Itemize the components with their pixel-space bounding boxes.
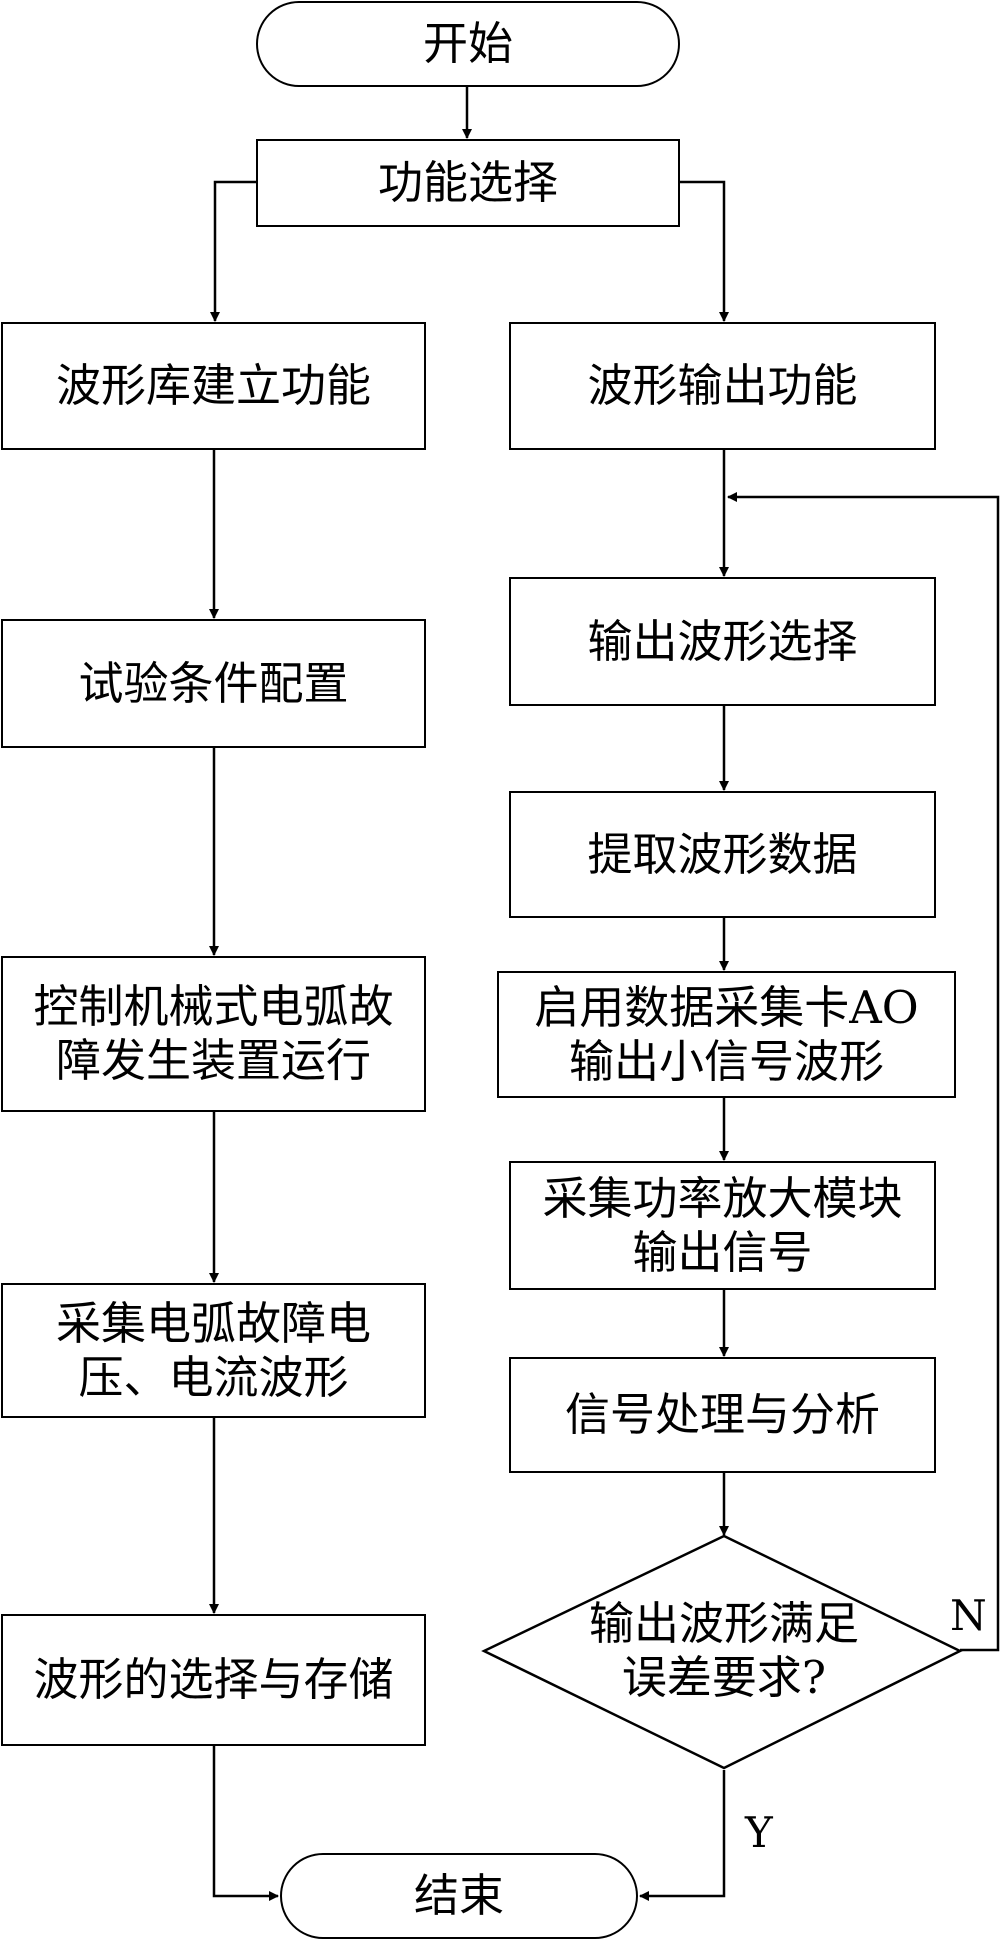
arrow-store-to-end bbox=[212, 1746, 279, 1901]
test-config-label: 试验条件配置 bbox=[78, 656, 349, 710]
choose-output-label: 输出波形选择 bbox=[587, 614, 858, 668]
test-config-box: 试验条件配置 bbox=[1, 619, 426, 748]
device-control-box: 控制机械式电弧故 障发生装置运行 bbox=[1, 956, 426, 1112]
select-store-box: 波形的选择与存储 bbox=[1, 1614, 426, 1746]
acquire-waveform-label-line2: 压、电流波形 bbox=[78, 1350, 349, 1404]
acquire-waveform-label-line1: 采集电弧故障电 bbox=[55, 1296, 371, 1350]
start-terminal: 开始 bbox=[256, 1, 680, 87]
function-select-label: 功能选择 bbox=[377, 156, 558, 209]
signal-process-label: 信号处理与分析 bbox=[564, 1388, 880, 1441]
decision-diamond bbox=[481, 1534, 963, 1770]
waveform-library-label: 波形库建立功能 bbox=[55, 359, 371, 412]
daq-ao-label-line1: 启用数据采集卡AO bbox=[534, 980, 919, 1034]
choose-output-box: 输出波形选择 bbox=[509, 577, 936, 706]
end-label: 结束 bbox=[413, 1869, 504, 1922]
decision-label-line1: 输出波形满足 bbox=[588, 1597, 859, 1650]
decision-label-line2: 误差要求? bbox=[621, 1651, 827, 1704]
device-control-label-line2: 障发生装置运行 bbox=[55, 1034, 371, 1087]
extract-data-label: 提取波形数据 bbox=[587, 827, 858, 881]
function-select-box: 功能选择 bbox=[256, 139, 680, 227]
signal-process-box: 信号处理与分析 bbox=[509, 1357, 936, 1473]
daq-ao-label-line2: 输出小信号波形 bbox=[568, 1034, 884, 1088]
start-label: 开始 bbox=[422, 17, 513, 70]
end-terminal: 结束 bbox=[280, 1853, 638, 1939]
arrow-select-to-library bbox=[210, 180, 256, 322]
select-store-label: 波形的选择与存储 bbox=[33, 1653, 394, 1706]
amplifier-label-line1: 采集功率放大模块 bbox=[542, 1171, 903, 1225]
arrow-decision-yes-to-end bbox=[639, 1770, 726, 1901]
waveform-library-box: 波形库建立功能 bbox=[1, 322, 426, 450]
extract-data-box: 提取波形数据 bbox=[509, 791, 936, 918]
device-control-label-line1: 控制机械式电弧故 bbox=[33, 980, 394, 1033]
amplifier-box: 采集功率放大模块 输出信号 bbox=[509, 1161, 936, 1290]
daq-ao-box: 启用数据采集卡AO 输出小信号波形 bbox=[497, 971, 956, 1098]
decision-label: 输出波形满足 误差要求? bbox=[534, 1591, 914, 1711]
arrow-decision-no-loop bbox=[727, 492, 1000, 1652]
arrow-select-to-output bbox=[680, 180, 729, 322]
no-label: N bbox=[950, 1591, 987, 1640]
waveform-output-label: 波形输出功能 bbox=[587, 359, 858, 412]
yes-label: Y bbox=[745, 1808, 773, 1857]
waveform-output-box: 波形输出功能 bbox=[509, 322, 936, 450]
acquire-waveform-box: 采集电弧故障电 压、电流波形 bbox=[1, 1283, 426, 1418]
amplifier-label-line2: 输出信号 bbox=[632, 1225, 813, 1279]
